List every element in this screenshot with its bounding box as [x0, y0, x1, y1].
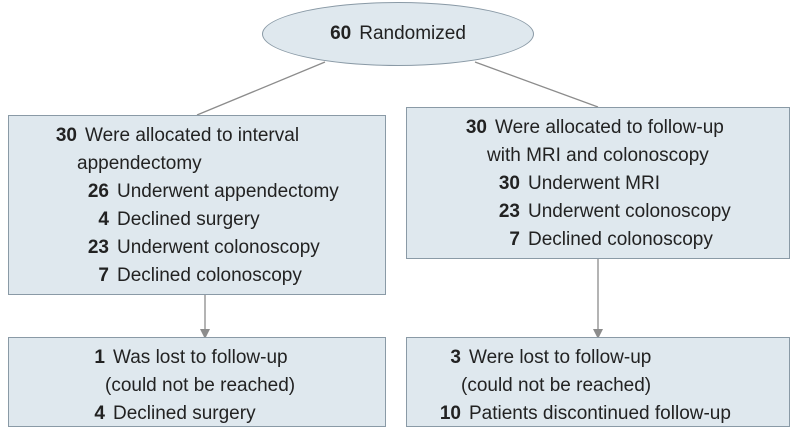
item-label: Were lost to follow-up [469, 347, 652, 368]
list-item: 7 Declined colonoscopy [407, 226, 789, 254]
item-count: 10 [439, 403, 461, 424]
list-item: 7 Declined colonoscopy [9, 262, 385, 290]
item-label: Underwent colonoscopy [528, 201, 731, 222]
item-count: 26 [87, 181, 109, 202]
item-label: Underwent appendectomy [117, 181, 339, 202]
allocation-count: 30 [465, 117, 487, 138]
item-count: 7 [509, 229, 520, 250]
item-label: Underwent colonoscopy [117, 237, 320, 258]
item-label: Declined surgery [117, 209, 260, 230]
interval-appendectomy-box: 30 Were allocated to interval appendecto… [8, 115, 386, 295]
allocation-label: Were allocated to interval [85, 125, 300, 146]
item-count: 23 [87, 237, 109, 258]
item-label: Was lost to follow-up [113, 347, 288, 368]
connector-root-to-right [474, 61, 599, 108]
item-count: 1 [94, 347, 105, 368]
randomized-node: 60 Randomized [262, 2, 534, 66]
randomized-count: 60 [330, 23, 352, 44]
list-item: 10 Patients discontinued follow-up [407, 400, 789, 428]
item-label: Declined colonoscopy [528, 229, 713, 250]
allocation-count: 30 [55, 125, 77, 146]
allocation-row: 30 Were allocated to interval [9, 122, 385, 150]
connector-root-to-left [196, 61, 326, 116]
allocation-row: 30 Were allocated to follow-up [407, 114, 789, 142]
randomized-label: Randomized [359, 23, 466, 44]
list-item: 4 Declined surgery [9, 400, 385, 428]
mri-colonoscopy-box: 30 Were allocated to follow-up with MRI … [406, 107, 790, 259]
list-item: 30 Underwent MRI [407, 170, 789, 198]
right-followup-box: 3 Were lost to follow-up (could not be r… [406, 337, 790, 427]
list-item: 3 Were lost to follow-up [407, 344, 789, 372]
allocation-label-cont: with MRI and colonoscopy [487, 145, 709, 166]
list-item: 23 Underwent colonoscopy [407, 198, 789, 226]
item-label-cont: (could not be reached) [461, 375, 652, 396]
item-label: Declined colonoscopy [117, 265, 302, 286]
item-count: 23 [498, 201, 520, 222]
connectors [196, 61, 603, 339]
allocation-label: Were allocated to follow-up [495, 117, 724, 138]
list-item: 1 Was lost to follow-up [9, 344, 385, 372]
item-count: 4 [98, 209, 109, 230]
item-count: 7 [98, 265, 109, 286]
item-label: Underwent MRI [528, 173, 660, 194]
item-count: 4 [94, 403, 105, 424]
item-label-cont: (could not be reached) [105, 375, 296, 396]
allocation-label-cont: appendectomy [77, 153, 202, 174]
item-count: 30 [498, 173, 520, 194]
item-label: Declined surgery [113, 403, 256, 424]
list-item: 4 Declined surgery [9, 206, 385, 234]
item-label: Patients discontinued follow-up [469, 403, 731, 424]
item-count: 3 [450, 347, 461, 368]
left-followup-box: 1 Was lost to follow-up (could not be re… [8, 337, 386, 427]
list-item: 26 Underwent appendectomy [9, 178, 385, 206]
list-item: 23 Underwent colonoscopy [9, 234, 385, 262]
